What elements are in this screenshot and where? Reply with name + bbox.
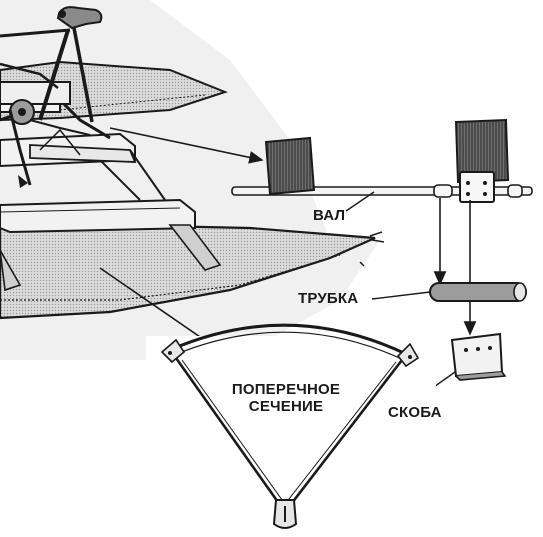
shaft-clamp (459, 171, 495, 203)
tube (429, 282, 527, 302)
arrow-to-shaft-detail (109, 127, 264, 164)
label-shaft: ВАЛ (313, 207, 346, 224)
label-cross-section: ПОПЕРЕЧНОЕ СЕЧЕНИЕ (216, 381, 356, 415)
label-bracket: СКОБА (388, 404, 442, 421)
label-tube: ТРУБКА (298, 290, 359, 307)
cross-beam-front (0, 198, 196, 234)
label-cross-section-line1: ПОПЕРЕЧНОЕ (231, 381, 341, 398)
wood-block-left (264, 136, 316, 196)
cross-section-arc (169, 323, 409, 357)
label-cross-section-line2: СЕЧЕНИЕ (248, 398, 324, 415)
bracket (450, 332, 504, 378)
wood-block-right (454, 118, 510, 184)
cross-section-detail (146, 323, 436, 537)
catamaran-illustration (0, 0, 385, 360)
shaft-detail (231, 118, 533, 405)
